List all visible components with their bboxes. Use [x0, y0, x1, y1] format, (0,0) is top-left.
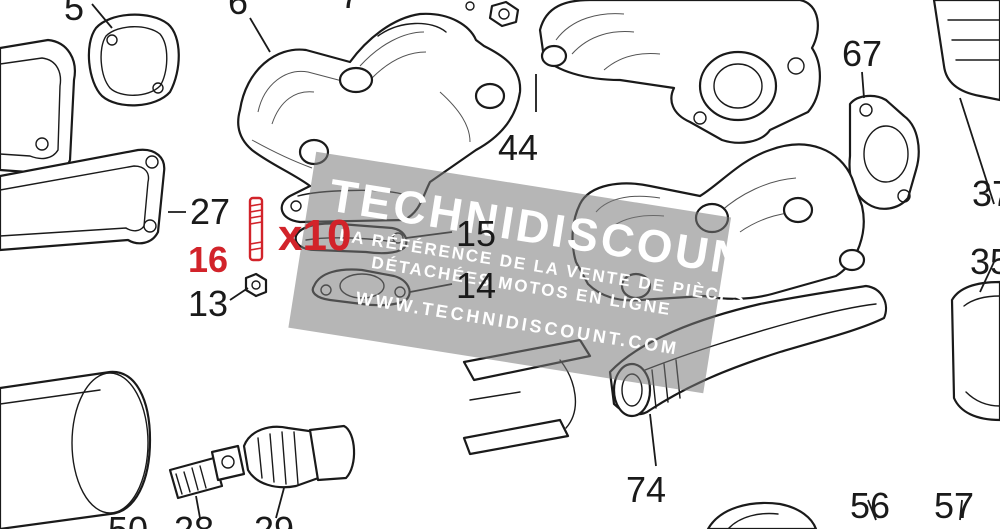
cylinder-base-gasket [0, 38, 76, 177]
callout-7: 7 [340, 0, 360, 16]
nut-part-13 [244, 272, 268, 298]
bushing-part-29 [242, 424, 356, 489]
nut-part-7 [465, 0, 520, 28]
callout-35: 35 [970, 241, 1000, 282]
callout-56: 56 [850, 485, 890, 526]
stud-part-16 [248, 196, 264, 262]
callout-labels: 5 6 7 67 44 37 27 16 x10 15 14 13 35 74 … [64, 0, 1000, 529]
callout-14: 14 [456, 265, 496, 306]
gasket-part-67 [848, 94, 920, 210]
callout-27: 27 [190, 191, 230, 232]
fitting-part-28 [168, 444, 246, 500]
callout-13: 13 [188, 283, 228, 324]
gasket-part-5 [87, 13, 180, 107]
callout-67: 67 [842, 33, 882, 74]
callout-15: 15 [456, 213, 496, 254]
callout-50: 50 [108, 509, 148, 529]
callout-28: 28 [174, 509, 214, 529]
callout-6: 6 [228, 0, 248, 22]
quantity-x10: x10 [278, 211, 351, 260]
callout-29: 29 [254, 509, 294, 529]
cylinder-head-part-37 [932, 0, 1000, 102]
cover-part-56-57 [706, 501, 818, 529]
technidiscount-watermark: TECHNIDISCOUNT LA RÉFÉRENCE DE LA VENTE … [288, 151, 782, 394]
cover-part-35 [950, 280, 1000, 422]
gasket-part-27 [0, 148, 166, 252]
callout-16: 16 [188, 239, 228, 280]
filter-part-50 [0, 370, 152, 529]
callout-74: 74 [626, 469, 666, 510]
callout-44: 44 [498, 127, 538, 168]
callout-57: 57 [934, 485, 974, 526]
manifold-part-44 [538, 0, 821, 144]
callout-37: 37 [972, 173, 1000, 214]
exhaust-manifold-part-6 [237, 12, 522, 224]
callout-5: 5 [64, 0, 84, 28]
